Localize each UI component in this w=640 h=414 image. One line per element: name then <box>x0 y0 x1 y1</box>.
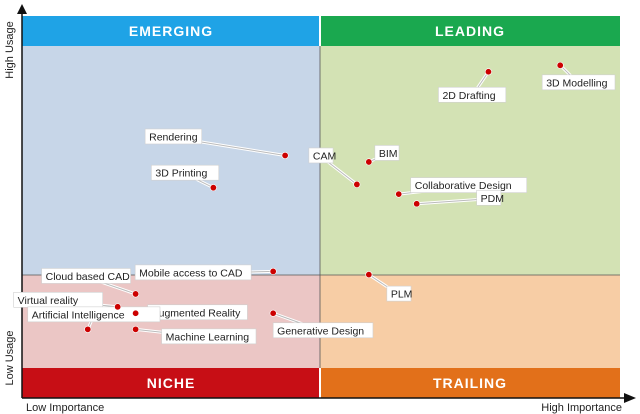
callout-box <box>541 74 616 91</box>
x-axis-high-label: High Importance <box>541 402 622 414</box>
callout-box <box>144 128 203 145</box>
point-label: PLM <box>391 289 413 301</box>
data-point <box>84 325 92 333</box>
callout: Cloud based CAD <box>41 268 137 296</box>
data-points <box>84 61 564 333</box>
point-label: Generative Design <box>277 325 364 337</box>
callout: Virtual reality <box>13 292 118 309</box>
callout-box <box>308 147 334 164</box>
header-emerging-label: EMERGING <box>129 23 213 39</box>
y-axis-arrow <box>17 4 27 14</box>
callout: PDM <box>416 189 504 206</box>
header-leading-band <box>321 16 620 46</box>
callout-box <box>161 328 257 345</box>
x-axis-low-label: Low Importance <box>26 402 104 414</box>
point-label: 3D Printing <box>155 168 207 180</box>
callout: BIM <box>368 145 400 164</box>
callout: 2D Drafting <box>438 70 507 103</box>
header-trailing-band <box>321 368 620 398</box>
data-point <box>365 158 373 166</box>
callout: Collaborative Design <box>398 177 528 196</box>
point-label: Virtual reality <box>18 295 79 307</box>
callout: 3D Modelling <box>541 64 616 91</box>
callout: Machine Learning <box>135 327 257 345</box>
point-label: Artificial Intelligence <box>32 309 125 321</box>
header-trailing-label: TRAILING <box>433 375 507 391</box>
callout: 3D Printing <box>151 164 220 190</box>
data-point <box>132 290 140 298</box>
callout-box <box>27 306 161 323</box>
data-point <box>395 190 403 198</box>
x-axis-arrow <box>624 393 636 403</box>
data-point <box>353 180 361 188</box>
data-point <box>281 151 289 159</box>
point-label: Mobile access to CAD <box>139 267 243 279</box>
callout-box <box>438 86 507 103</box>
quadrant-headers: EMERGING LEADING NICHE TRAILING <box>22 16 620 398</box>
callout: CAM <box>308 147 358 186</box>
callout-box <box>151 164 220 181</box>
data-point <box>132 325 140 333</box>
callout-box <box>374 145 400 161</box>
callout-box <box>134 264 252 281</box>
y-axis-high-label: High Usage <box>4 21 16 78</box>
data-point <box>484 68 492 76</box>
data-point <box>132 309 140 317</box>
header-niche-band <box>22 368 319 398</box>
point-label: PDM <box>481 193 504 205</box>
point-label: Rendering <box>149 131 198 143</box>
data-point <box>365 271 373 279</box>
y-axis-low-label: Low Usage <box>4 330 16 385</box>
callout-box <box>272 322 374 339</box>
data-point <box>269 267 277 275</box>
quadrant-emerging <box>22 46 320 275</box>
point-label: Collaborative Design <box>415 180 512 192</box>
callout: Rendering <box>144 128 286 157</box>
callout: PLM <box>368 273 413 302</box>
point-label: Augmented Reality <box>152 307 241 319</box>
point-label: BIM <box>379 148 398 160</box>
callout-box <box>41 268 131 284</box>
data-point <box>556 61 564 69</box>
callout-box <box>410 177 528 193</box>
callout-box <box>386 285 412 302</box>
data-point <box>114 303 122 311</box>
point-label: 2D Drafting <box>442 90 495 102</box>
callout: Mobile access to CAD <box>134 264 274 281</box>
point-label: Cloud based CAD <box>46 271 130 283</box>
data-point <box>269 309 277 317</box>
point-label: CAM <box>313 150 336 162</box>
header-emerging-band <box>22 16 319 46</box>
point-label: 3D Modelling <box>546 77 607 89</box>
header-niche-label: NICHE <box>147 375 196 391</box>
data-point <box>413 200 421 208</box>
callout-box <box>476 189 502 206</box>
point-label: Machine Learning <box>166 331 250 343</box>
callout: Generative Design <box>272 311 374 339</box>
data-point <box>209 184 217 192</box>
header-leading-label: LEADING <box>435 23 505 39</box>
quadrant-trailing <box>320 275 620 368</box>
